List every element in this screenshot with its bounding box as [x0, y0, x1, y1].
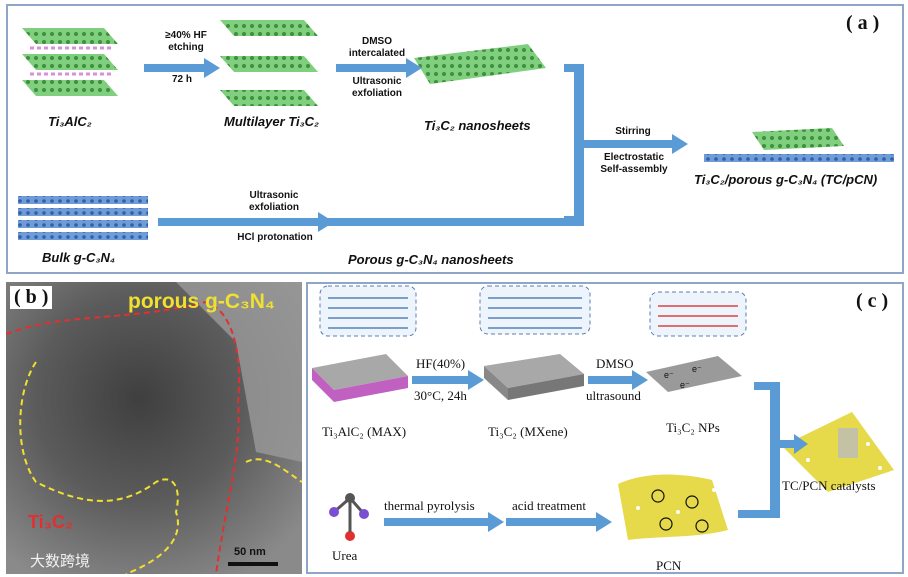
nps-label: Ti₃C₂ NPs — [666, 420, 720, 435]
thermal-label: thermal pyrolysis — [384, 498, 475, 513]
composite-shape — [704, 128, 894, 162]
panel-b: ( b ) porous g-C₃N₄ Ti₃C₂ 50 nm 大数跨境 — [6, 282, 302, 574]
step1-top: ≥40% HF — [165, 30, 207, 41]
step1-text: ≥40% HF etching — [154, 30, 218, 54]
step3-top: Stirring — [615, 126, 651, 137]
composite-label: Ti₃C₂/porous g-C₃N₄ (TC/pCN) — [694, 172, 878, 187]
porous-label: Porous g-C₃N₄ nanosheets — [348, 252, 514, 267]
panel-c: ( c ) Ti₃AlC₂ (MAX) Ti₃C₂ (MXene) Ti₃C₂ … — [306, 282, 904, 574]
mxene-label: Ti₃C₂ (MXene) — [488, 424, 568, 439]
multilayer-label: Multilayer Ti₃C₂ — [224, 114, 320, 129]
panel-b-label: ( b ) — [10, 286, 53, 309]
electron-2: e⁻ — [692, 364, 702, 374]
max-label: Ti₃AlC₂ (MAX) — [322, 424, 407, 439]
ti3alc2-stack — [22, 28, 118, 96]
acid-label: acid treatment — [512, 498, 586, 513]
panel-c-graphics — [312, 285, 894, 541]
step4-top2: exfoliation — [248, 202, 299, 213]
conditions-label: 30°C, 24h — [414, 388, 467, 403]
panel-c-label: ( c ) — [856, 290, 889, 312]
urea-molecule — [329, 493, 369, 541]
step2-top: DMSO intercalated — [342, 36, 412, 60]
step3-bottom: Electrostatic Self-assembly — [592, 152, 676, 176]
step1-mid: etching — [168, 42, 204, 53]
step4-bottom: HCl protonation — [237, 232, 313, 243]
nanosheets-label: Ti₃C₂ nanosheets — [424, 118, 531, 133]
step2-bot2: exfoliation — [351, 88, 402, 99]
panel-a-graphics — [18, 20, 894, 240]
ti3c2-label: Ti₃C₂ — [28, 512, 73, 532]
hf-label: HF(40%) — [416, 356, 466, 371]
step4-top: Ultrasonic exfoliation — [234, 190, 314, 214]
step1-bottom: 72 h — [171, 74, 192, 85]
panel-b-graphics — [6, 282, 302, 574]
step2-top1: DMSO — [362, 36, 392, 47]
bulk-stack — [18, 196, 148, 240]
multilayer-stack — [220, 20, 318, 106]
step4-top1: Ultrasonic — [249, 190, 299, 201]
scale-bar-label: 50 nm — [234, 546, 266, 558]
electron-3: e⁻ — [680, 380, 690, 390]
step2-bottom: Ultrasonic exfoliation — [342, 76, 412, 100]
ultrasound-label: ultrasound — [586, 388, 641, 403]
pcn-label: PCN — [656, 558, 682, 573]
ti3alc2-label: Ti₃AlC₂ — [48, 114, 92, 129]
step2-bot1: Ultrasonic — [352, 76, 402, 87]
porous-gcn-label: porous g-C₃N₄ — [128, 290, 275, 313]
electron-1: e⁻ — [664, 370, 674, 380]
bulk-label: Bulk g-C₃N₄ — [42, 250, 116, 265]
panel-a: ( a ) Ti₃AlC₂ Multilayer Ti₃C₂ Ti₃C₂ nan… — [6, 4, 904, 274]
panel-a-label: ( a ) — [846, 12, 880, 34]
urea-label: Urea — [332, 548, 358, 563]
step3-bot1: Electrostatic — [603, 152, 665, 163]
step2-top2: intercalated — [348, 48, 406, 59]
watermark: 大数跨境 — [30, 553, 91, 570]
catalysts-label: TC/PCN catalysts — [782, 478, 876, 493]
nanosheet-shape — [414, 44, 546, 84]
step3-bot2: Self-assembly — [600, 164, 668, 175]
dmso-label: DMSO — [596, 356, 634, 371]
